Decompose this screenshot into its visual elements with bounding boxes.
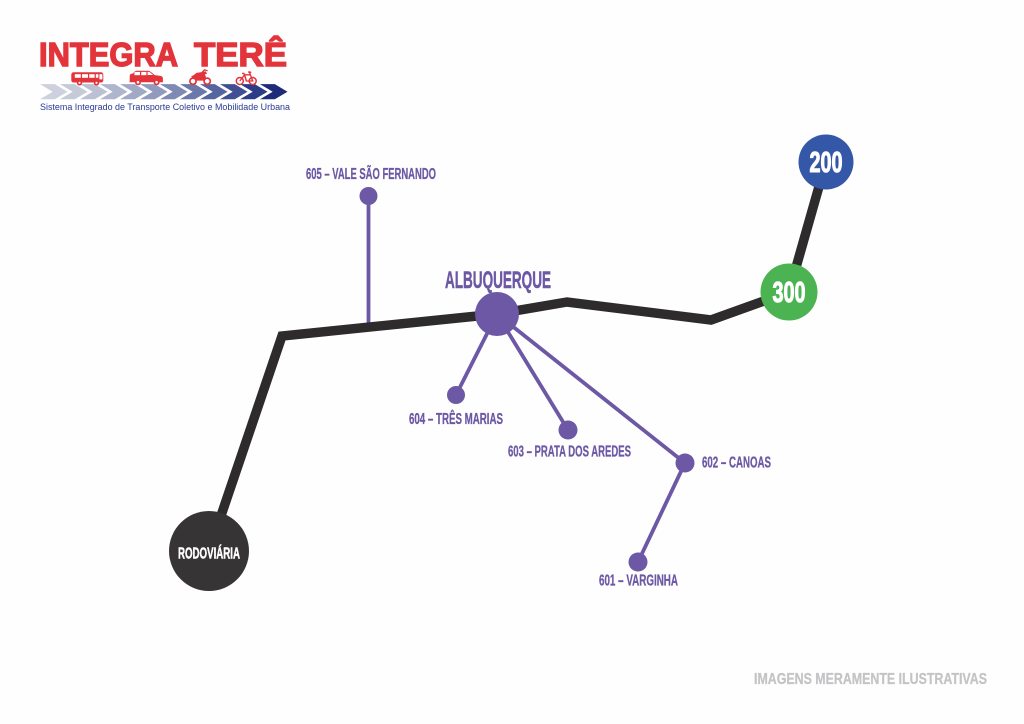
svg-text:601 – VARGINHA: 601 – VARGINHA (599, 573, 678, 590)
svg-text:602 – CANOAS: 602 – CANOAS (702, 455, 771, 472)
svg-text:605 – VALE SÃO FERNANDO: 605 – VALE SÃO FERNANDO (306, 165, 436, 183)
svg-text:ALBUQUERQUE: ALBUQUERQUE (445, 267, 551, 294)
svg-text:200: 200 (810, 147, 843, 179)
svg-text:Sistema Integrado de Transport: Sistema Integrado de Transporte Coletivo… (40, 102, 290, 112)
svg-text:TERÊ: TERÊ (194, 36, 287, 73)
svg-text:IMAGENS MERAMENTE ILUSTRATIVAS: IMAGENS MERAMENTE ILUSTRATIVAS (754, 671, 987, 688)
svg-text:604 – TRÊS MARIAS: 604 – TRÊS MARIAS (409, 410, 503, 428)
svg-text:603 – PRATA DOS AREDES: 603 – PRATA DOS AREDES (508, 444, 631, 461)
svg-text:INTEGRA: INTEGRA (39, 36, 178, 73)
svg-text:RODOVIÁRIA: RODOVIÁRIA (178, 544, 240, 563)
svg-text:300: 300 (773, 277, 806, 309)
